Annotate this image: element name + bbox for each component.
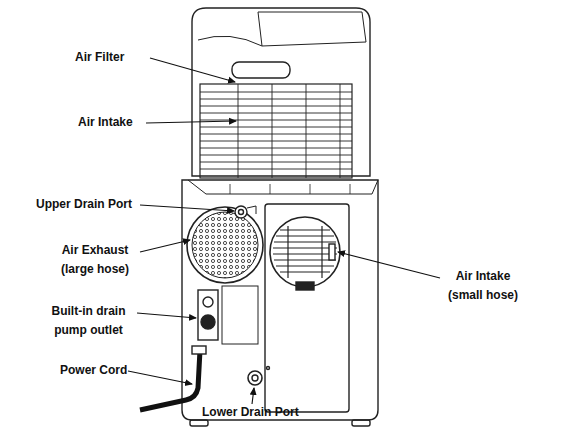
part-label: Air Filter — [75, 48, 124, 67]
part-label: Lower Drain Port — [202, 403, 299, 422]
part-label: Air Intake (small hose) — [438, 267, 528, 305]
part-label: Power Cord — [60, 361, 127, 380]
part-label: Upper Drain Port — [36, 195, 132, 214]
part-label: Air Exhaust (large hose) — [50, 241, 140, 279]
part-label: Air Intake — [78, 113, 133, 132]
part-label: Built-in drain pump outlet — [40, 302, 137, 340]
